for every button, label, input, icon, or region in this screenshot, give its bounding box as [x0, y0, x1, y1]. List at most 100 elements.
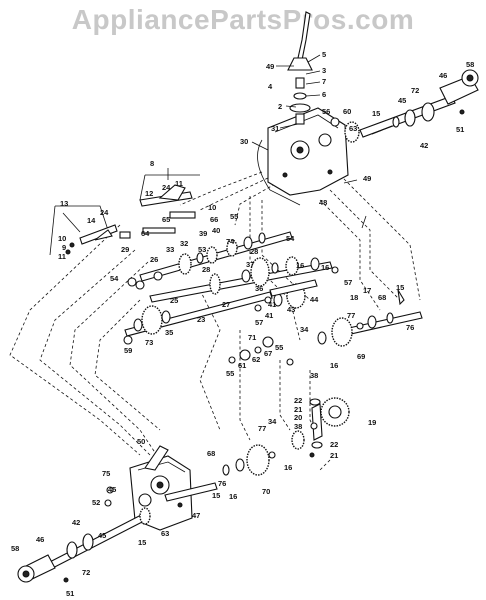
callout: 29: [121, 245, 129, 254]
callout: 46: [439, 71, 447, 80]
callout: 37: [246, 260, 254, 269]
callout: 45: [398, 96, 406, 105]
callout: 77: [258, 424, 266, 433]
callout: 60: [343, 107, 351, 116]
callout: 35: [165, 328, 173, 337]
middle-gear-cluster: [135, 256, 339, 303]
callout: 55: [230, 212, 238, 221]
callout: 16: [296, 261, 304, 270]
callout: 49: [363, 174, 371, 183]
callout: 57: [344, 278, 352, 287]
callout: 6: [322, 90, 326, 99]
callout: 61: [238, 361, 246, 370]
callout: 25: [170, 296, 178, 305]
callout: 12: [145, 189, 153, 198]
callout: 18: [350, 293, 358, 302]
callout: 64: [141, 229, 150, 238]
callout: 10: [58, 234, 66, 243]
callout: 24: [100, 208, 109, 217]
callout: 55: [275, 343, 283, 352]
callout: 73: [145, 338, 153, 347]
right-axle-assembly: [317, 289, 423, 347]
callout: 7: [322, 77, 326, 86]
callout: 68: [207, 449, 215, 458]
callout: 46: [36, 535, 44, 544]
callout: 14: [87, 216, 96, 225]
small-hardware-mid: [228, 296, 294, 366]
callout: 9: [62, 243, 66, 252]
callout: 69: [357, 352, 365, 361]
callout: 27: [222, 300, 230, 309]
callout: 10: [208, 203, 216, 212]
callout: 11: [58, 252, 66, 261]
upper-gear-cluster: [127, 231, 293, 287]
callout: 42: [420, 141, 428, 150]
callout: 26: [150, 255, 158, 264]
callout: 72: [411, 86, 419, 95]
callout: 16: [330, 361, 338, 370]
callout: 57: [255, 318, 263, 327]
callout: 23: [197, 315, 205, 324]
callout: 44: [310, 295, 319, 304]
callout: 67: [264, 349, 272, 358]
callout: 32: [180, 239, 188, 248]
callout: 19: [368, 418, 376, 427]
callout: 45: [98, 531, 106, 540]
callout: 15: [138, 538, 146, 547]
lower-gear-group: [104, 444, 276, 507]
callout: 72: [82, 568, 90, 577]
callout: 16: [284, 463, 292, 472]
callout: 2: [278, 102, 282, 111]
callout: 21: [294, 405, 302, 414]
output-gear-cluster: [123, 279, 318, 345]
callout: 22: [294, 396, 302, 405]
watermark: AppliancePartsPros.com: [71, 4, 415, 35]
callout: 34: [300, 325, 309, 334]
callout: 63: [161, 529, 169, 538]
callout: 15: [372, 109, 380, 118]
callout: 16: [321, 263, 329, 272]
callout: 38: [294, 422, 302, 431]
callout: 51: [66, 589, 74, 598]
callout: 65: [162, 215, 170, 224]
shift-fork-group: [49, 174, 200, 256]
callout: 38: [310, 371, 318, 380]
callout: 43: [287, 305, 295, 314]
callout: 58: [11, 544, 19, 553]
callout: 4: [268, 82, 273, 91]
callout: 21: [330, 451, 338, 460]
callout: 62: [252, 355, 260, 364]
callout: 3: [322, 66, 326, 75]
callout: 41: [265, 311, 273, 320]
callout: 54: [110, 274, 119, 283]
callout: 39: [199, 229, 207, 238]
callout: 54: [286, 234, 295, 243]
lower-axle: [17, 482, 218, 583]
callout: 59: [124, 346, 132, 355]
upper-right-axle: [330, 69, 479, 143]
callout: 24: [162, 183, 171, 192]
callout: 52: [92, 498, 100, 507]
callout: 76: [218, 479, 226, 488]
callout: 68: [378, 293, 386, 302]
callout: 31: [271, 124, 279, 133]
callout: 13: [60, 199, 68, 208]
callout: 48: [319, 198, 327, 207]
callout: 8: [150, 159, 154, 168]
callout: 71: [248, 333, 256, 342]
callout: 55: [226, 369, 234, 378]
callout: 17: [363, 286, 371, 295]
callout-labels: 5 49 3 7 4 6 2 56 60 31 63 58 46 72 45 1…: [11, 50, 474, 598]
callout: 63: [349, 124, 357, 133]
upper-housing: [257, 107, 349, 206]
callout: 34: [268, 417, 277, 426]
callout: 49: [266, 62, 274, 71]
callout: 58: [466, 60, 474, 69]
callout: 41: [268, 300, 276, 309]
callout: 70: [262, 487, 270, 496]
leader-lines: [62, 54, 367, 233]
callout: 33: [166, 245, 174, 254]
callout: 28: [250, 247, 258, 256]
callout: 30: [240, 137, 248, 146]
